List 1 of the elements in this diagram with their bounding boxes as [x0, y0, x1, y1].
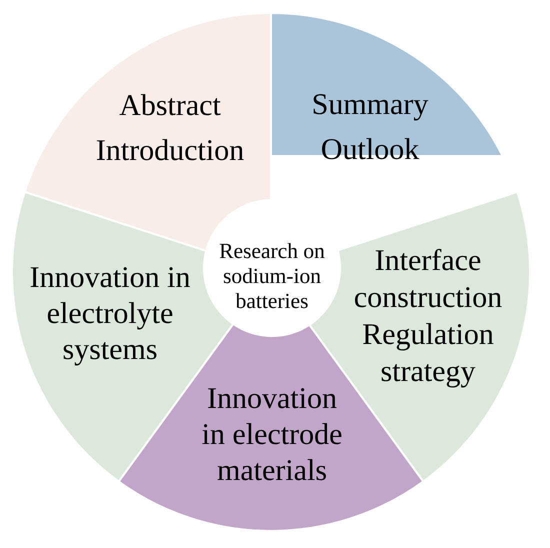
pie-sector: Summary Outlook: [270, 12, 504, 160]
